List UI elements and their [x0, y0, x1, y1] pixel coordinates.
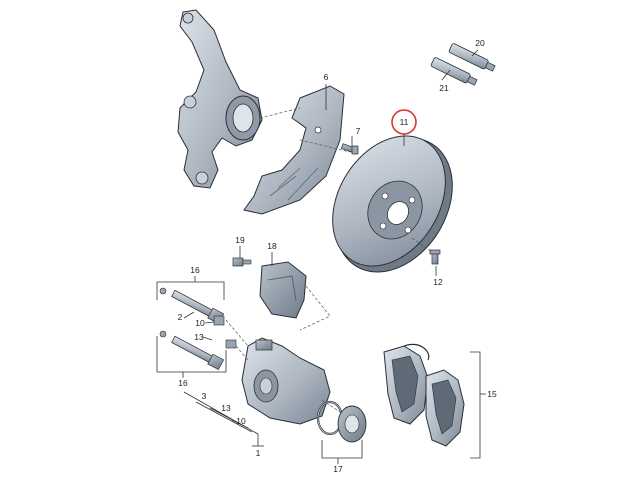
brake-caliper [241, 337, 331, 425]
callout-13-lower: 13 [221, 403, 231, 413]
callout-labels: 6 7 11 12 20 21 19 18 16 2 10 13 16 3 13… [178, 38, 497, 474]
caliper-cover-18 [259, 261, 307, 319]
callout-11: 11 [400, 117, 409, 127]
callout-6: 6 [324, 72, 329, 82]
bolt-19 [232, 257, 252, 267]
callout-18: 18 [267, 241, 277, 251]
highlight-marker [391, 109, 417, 146]
guide-pin-upper [159, 287, 225, 326]
callout-17: 17 [333, 464, 343, 474]
assembly-lines [225, 107, 433, 413]
splash-plate [243, 85, 345, 215]
grease-tubes [430, 43, 496, 86]
callout-1: 1 [256, 448, 261, 458]
brake-disc [332, 135, 453, 273]
bolt-7 [340, 143, 359, 155]
piston [337, 405, 367, 443]
brake-pad-outer [383, 343, 430, 425]
callout-21: 21 [439, 83, 449, 93]
callout-10: 10 [195, 318, 205, 328]
callout-13-upper: 13 [194, 332, 204, 342]
brake-pad-inner [425, 369, 465, 447]
callout-16-lower: 16 [178, 378, 188, 388]
callout-19: 19 [235, 235, 245, 245]
screw-12 [429, 249, 441, 265]
steering-knuckle [177, 9, 263, 189]
callout-2: 2 [178, 312, 183, 322]
callout-20: 20 [475, 38, 485, 48]
callout-7: 7 [356, 126, 361, 136]
callout-10-lower: 10 [236, 416, 246, 426]
callout-12: 12 [433, 277, 443, 287]
callout-3: 3 [202, 391, 207, 401]
callout-16-upper: 16 [190, 265, 200, 275]
guide-pin-lower [159, 330, 237, 371]
leader-lines [156, 49, 486, 464]
callout-15: 15 [487, 389, 497, 399]
